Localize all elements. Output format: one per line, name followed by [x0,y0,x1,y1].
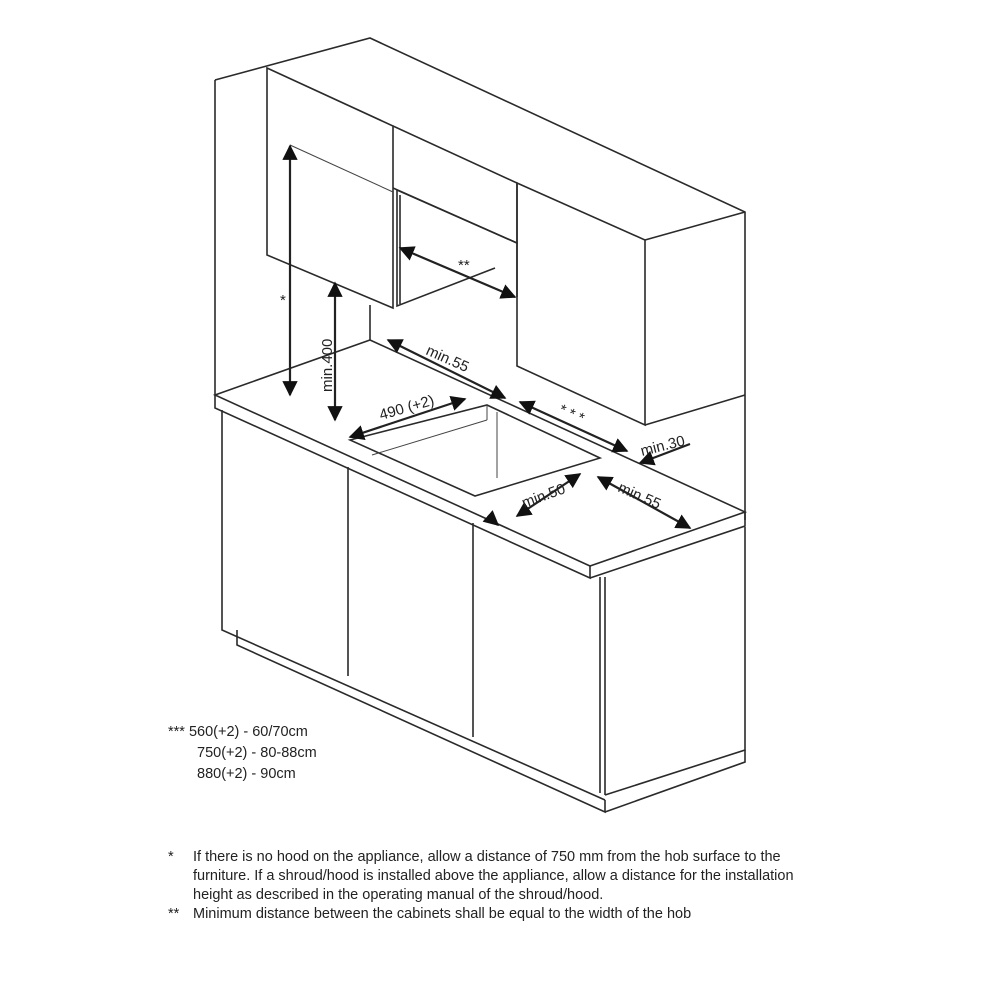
legend-value: 750(+2) - 80-88cm [197,745,317,761]
lower-cabinets [221,410,746,814]
legend-row: 750(+2) - 80-88cm [168,743,317,764]
dimension-min400: min.400 [319,281,343,422]
cutout-width-legend: *** 560(+2) - 60/70cm 750(+2) - 80-88cm … [168,722,317,785]
footnotes: * If there is no hood on the appliance, … [168,848,808,924]
dimension-min30: min.30 [638,432,691,466]
svg-text:*: * [280,292,286,309]
dimension-cabinet-gap: ** [398,246,517,299]
upper-right-cabinet [369,181,746,427]
legend-value: 880(+2) - 90cm [197,766,296,782]
svg-text:min.55: min.55 [423,342,471,376]
footnote-marker: * [168,849,174,865]
legend-row: 880(+2) - 90cm [168,764,317,785]
legend-row: *** 560(+2) - 60/70cm [168,722,317,743]
footnote-text: Minimum distance between the cabinets sh… [193,906,692,922]
svg-text:**: ** [458,257,470,274]
svg-text:min.30: min.30 [639,432,687,459]
svg-text:min.400: min.400 [319,339,336,392]
hood [396,189,518,308]
upper-left-cabinet [266,66,394,310]
footnote-text: If there is no hood on the appliance, al… [193,849,794,903]
dimension-min55-back: min.55 [386,339,507,399]
back-wall [214,37,746,520]
upper-middle-cabinet [392,125,518,245]
footnote-marker: ** [168,906,180,922]
countertop [212,339,748,580]
dimension-min55-front: min.55 [482,476,692,529]
dimension-hood-height: * [280,144,298,397]
footnote: ** Minimum distance between the cabinets… [168,905,808,924]
legend-value: 560(+2) - 60/70cm [188,724,308,740]
svg-text:* * *: * * * [556,401,587,427]
legend-marker: *** [168,724,185,740]
svg-text:min.55: min.55 [615,479,663,513]
svg-text:min.50: min.50 [520,480,568,511]
footnote: * If there is no hood on the appliance, … [168,848,808,905]
